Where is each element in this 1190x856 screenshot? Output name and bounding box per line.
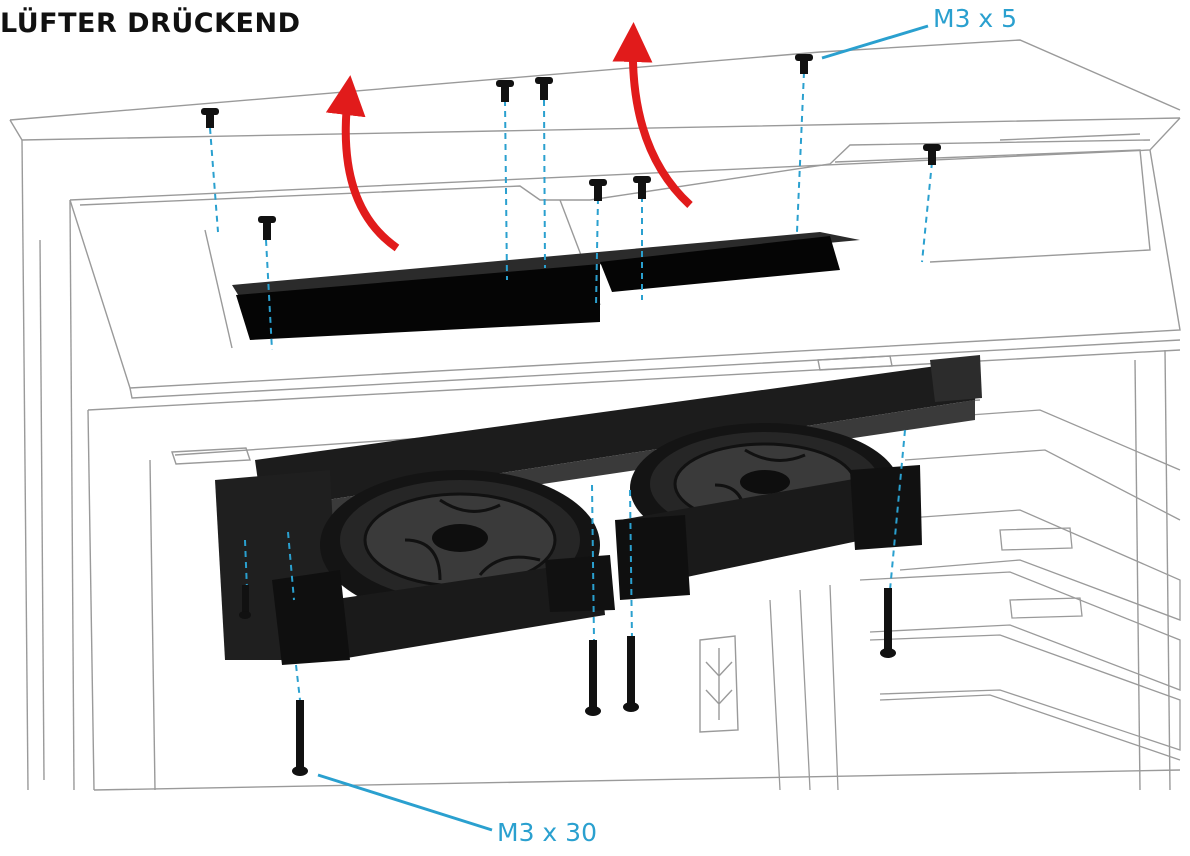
short-screws (201, 54, 941, 240)
airflow-arrow-icon (325, 75, 400, 252)
short-screw-icon (258, 216, 276, 240)
pc-case-outline (9, 39, 1181, 791)
diagram-heading: LÜFTER DRÜCKEND (0, 8, 301, 39)
airflow-arrow-icon (612, 22, 693, 208)
short-screw-icon (496, 80, 514, 102)
long-screw-icon (292, 700, 308, 776)
callout-leaders (317, 24, 929, 832)
screw-guide-lines (209, 71, 933, 701)
short-screw-icon (589, 179, 607, 201)
short-screw-icon (923, 144, 941, 165)
fan-left (215, 470, 615, 665)
callout-top-screw: M3 x 5 (933, 4, 1018, 33)
short-screw-icon (201, 108, 219, 128)
fan-right (615, 423, 922, 600)
long-screw-icon (880, 588, 896, 658)
long-screw-icon (239, 585, 251, 619)
long-screw-icon (585, 640, 601, 716)
long-screw-icon (623, 636, 639, 712)
short-screw-icon (633, 176, 651, 199)
short-screw-icon (535, 77, 553, 100)
callout-bottom-screw: M3 x 30 (497, 818, 597, 847)
long-screws (239, 585, 896, 776)
short-screw-icon (795, 54, 813, 74)
